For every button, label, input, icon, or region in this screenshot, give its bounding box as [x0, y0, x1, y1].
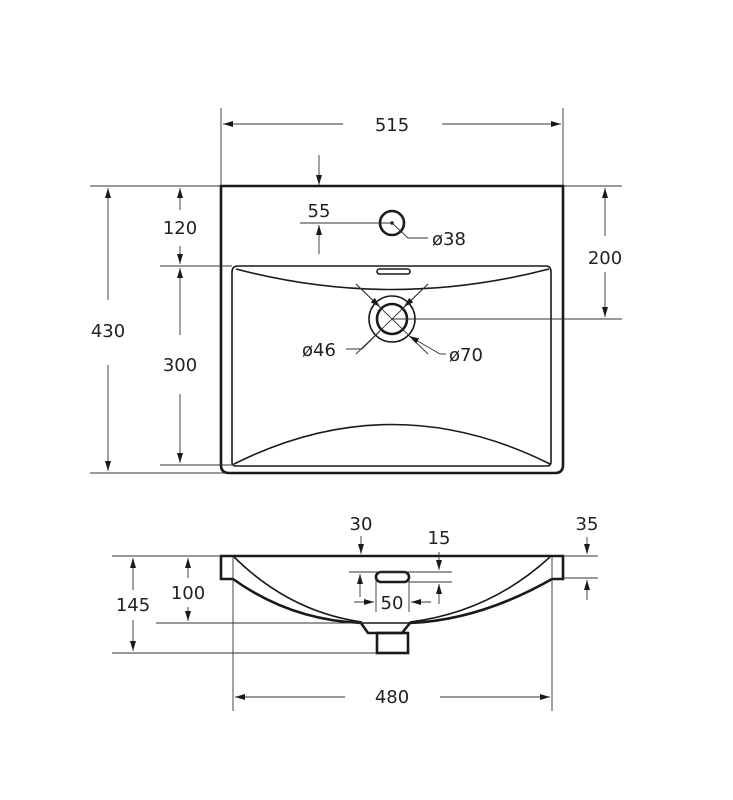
dim-bowl-depth: 300	[163, 355, 197, 376]
dim-overflow-offset: 30	[350, 514, 373, 535]
top-view: 515 55 ø38 430 120 300 200	[90, 108, 622, 475]
dim-overall-depth: 430	[91, 321, 125, 342]
dim-total-height: 145	[116, 595, 150, 616]
dim-overflow-height: 15	[428, 528, 451, 549]
dim-bowl-height: 100	[171, 583, 205, 604]
dim-front-to-bowl: 120	[163, 218, 197, 239]
dim-tap-offset: 55	[308, 201, 331, 222]
dim-overflow-width: 50	[381, 593, 404, 614]
dim-tap-diameter: ø38	[432, 229, 466, 250]
overflow-slot-side	[374, 570, 411, 584]
side-view: 145 100 30 15 50 35 480	[112, 514, 598, 711]
dim-rim-thickness: 35	[576, 514, 599, 535]
dim-drain-outer: ø70	[449, 345, 483, 366]
dim-drain-position: 200	[588, 248, 622, 269]
overflow-slot	[376, 268, 411, 275]
drain-stub	[375, 631, 410, 655]
bowl-bottom-curve	[233, 423, 551, 465]
side-profile	[219, 554, 565, 635]
dim-overall-width: 515	[375, 115, 409, 136]
bowl-outline	[231, 265, 552, 467]
dim-drain-inner: ø46	[302, 340, 336, 361]
dim-bottom-width: 480	[375, 687, 409, 708]
bowl-top-curve	[235, 268, 550, 291]
basin-outline	[219, 184, 565, 475]
